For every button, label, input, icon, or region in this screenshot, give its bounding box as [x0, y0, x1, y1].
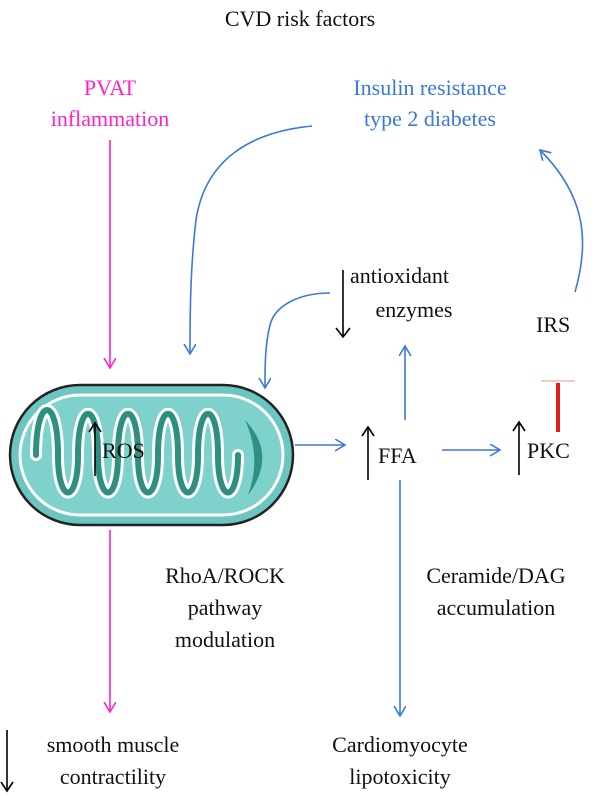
pkc-label: PKC: [527, 438, 570, 463]
ffa-up-arrow: [361, 425, 375, 480]
ceramide-label-line1: Ceramide/DAG: [426, 563, 566, 588]
smooth-label-line2: contractility: [59, 764, 167, 789]
antioxidant-label-line1: antioxidant: [350, 263, 449, 288]
insulin-to-mito-arrow: [190, 125, 313, 354]
antioxidant-down-arrow: [335, 270, 351, 339]
mitochondrion: [8, 383, 295, 527]
pvat-label-line2: inflammation: [50, 106, 170, 131]
insulin-label-line2: type 2 diabetes: [364, 106, 496, 131]
irs-to-insulin-arrow: [540, 150, 584, 293]
cardio-label-line2: lipotoxicity: [349, 764, 451, 789]
irs-inhibition-marker: [541, 380, 575, 432]
rhoa-label-line3: modulation: [174, 627, 276, 652]
antioxidant-to-mito-arrow: [265, 292, 331, 388]
pkc-up-arrow: [512, 420, 526, 475]
cardio-label-line1: Cardiomyocyte: [332, 732, 468, 757]
rhoa-label-line2: pathway: [187, 595, 263, 620]
ffa-label: FFA: [378, 443, 417, 468]
irs-label: IRS: [536, 312, 571, 337]
rhoa-label-line1: RhoA/ROCK: [165, 563, 285, 588]
ros-label: ROS: [102, 438, 145, 463]
ros-up-arrow: [88, 421, 102, 476]
smooth-down-arrow: [0, 730, 14, 793]
antioxidant-label-line2: enzymes: [375, 297, 453, 322]
ceramide-label-line2: accumulation: [436, 595, 556, 620]
pvat-label-line1: PVAT: [83, 75, 137, 100]
diagram-title: CVD risk factors: [224, 6, 376, 31]
insulin-label-line1: Insulin resistance: [353, 75, 507, 100]
smooth-label-line1: smooth muscle: [46, 732, 180, 757]
